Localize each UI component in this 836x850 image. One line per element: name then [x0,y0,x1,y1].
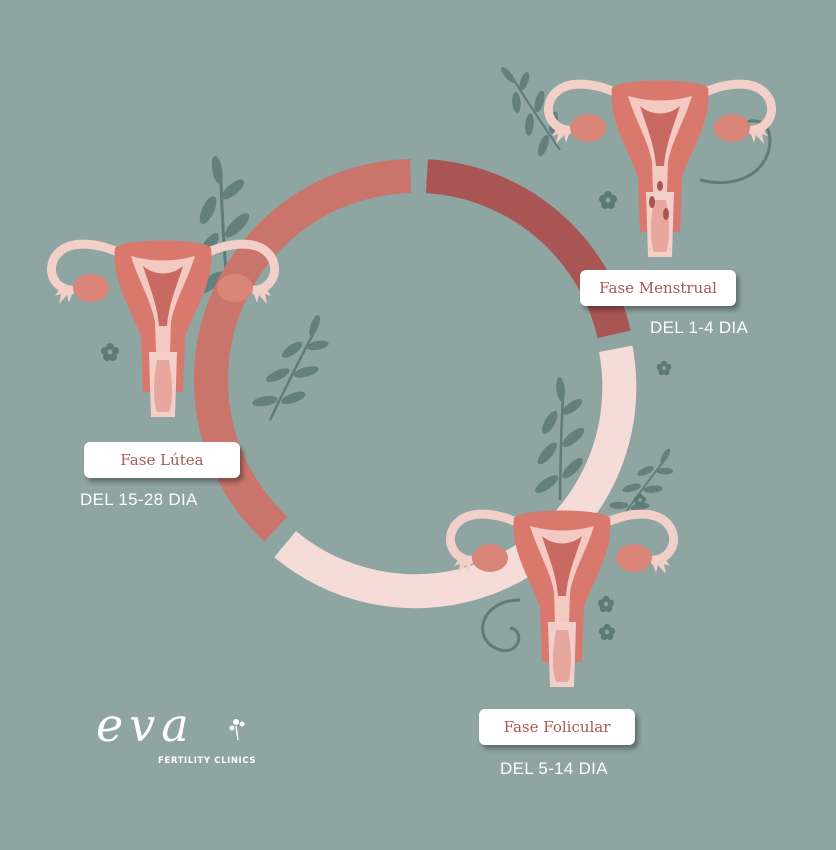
brand-logo-tagline: FERTILITY CLINICS [158,756,257,766]
phase-label-folicular: Fase Folicular [479,709,635,745]
folicular-arc [274,345,637,609]
phase-days-folicular: DEL 5-14 DIA [500,759,608,778]
uterus-illustration-menstrual [548,81,771,258]
phase-name-menstrual: Fase Menstrual [599,279,717,297]
uterus-illustration-folicular [450,511,673,688]
leaf-sprig-right-top [477,54,772,185]
phase-days-lutea: DEL 15-28 DIA [80,490,198,509]
leaf-sprig-bottom [481,373,685,653]
brand-logo-wordmark: eva [96,698,195,752]
phase-days-menstrual: DEL 1-4 DIA [650,318,749,337]
phase-label-menstrual: Fase Menstrual [580,270,736,306]
phase-name-folicular: Fase Folicular [503,718,611,736]
phase-name-lutea: Fase Lútea [120,451,204,469]
phase-label-lutea: Fase Lútea [84,442,240,478]
menstrual-arc [425,159,631,339]
